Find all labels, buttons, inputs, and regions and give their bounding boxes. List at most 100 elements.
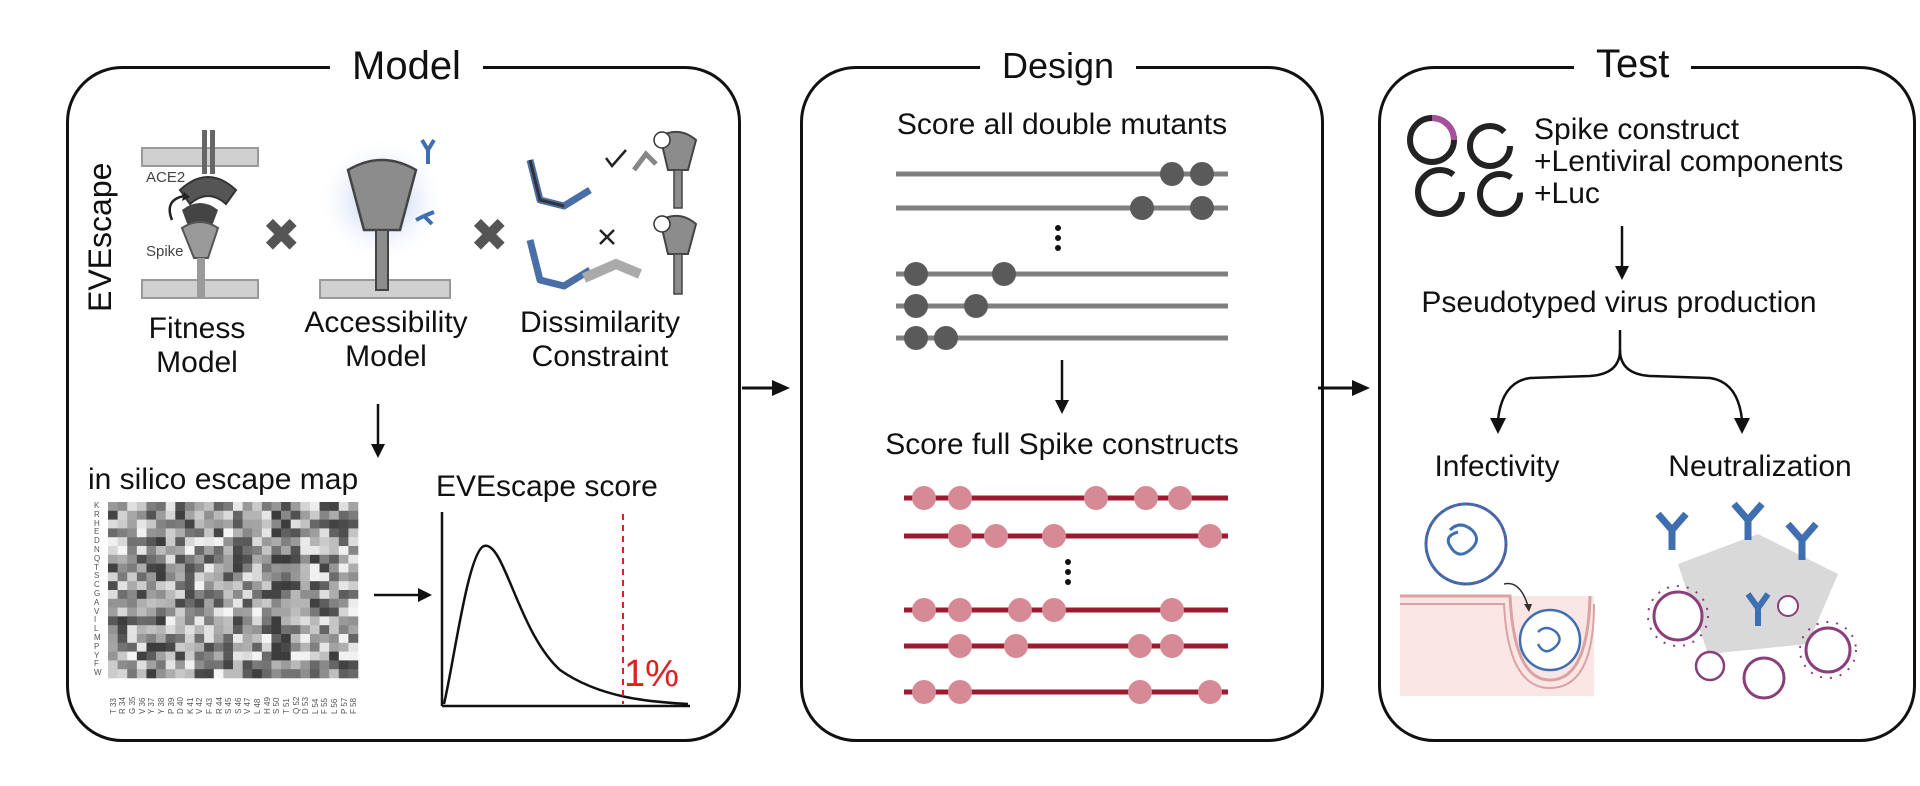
heatmap-cell <box>156 519 166 529</box>
heatmap-cell <box>319 563 330 573</box>
heatmap-cell <box>281 660 291 670</box>
heatmap-cell <box>204 625 215 635</box>
heatmap-cell <box>213 607 224 617</box>
heatmap-cell <box>300 510 311 520</box>
heatmap-cell <box>156 660 166 670</box>
heatmap-cell <box>348 502 359 512</box>
heatmap-cell <box>146 642 157 652</box>
heatmap-cell <box>261 598 272 608</box>
heatmap-cell <box>319 546 330 556</box>
heatmap-row-label: A <box>94 597 100 607</box>
heatmap-cell <box>127 634 138 644</box>
heatmap-cell <box>175 590 186 600</box>
heatmap-cell <box>204 537 215 547</box>
heatmap-cell <box>319 528 330 538</box>
heatmap-cell <box>300 625 311 635</box>
heatmap-cell <box>252 572 263 582</box>
heatmap-cell <box>117 546 128 556</box>
heatmap-cell <box>117 669 128 679</box>
heatmap-cell <box>252 554 263 564</box>
heatmap-cell <box>175 528 186 538</box>
heatmap-cell <box>338 581 349 591</box>
heatmap-cell <box>252 502 263 512</box>
heatmap-cell <box>281 519 291 529</box>
heatmap-cell <box>309 616 320 626</box>
construct-mutation-dot <box>1008 598 1032 622</box>
plasmid-icons <box>1407 115 1523 217</box>
heatmap-cell <box>136 590 147 600</box>
heatmap-cell <box>338 616 349 626</box>
heatmap-cell <box>136 616 147 626</box>
heatmap-cell <box>319 651 330 661</box>
heatmap-cell <box>348 642 359 652</box>
heatmap-row-label: Y <box>94 650 100 660</box>
heatmap-cell <box>309 642 320 652</box>
heatmap-cell <box>338 572 349 582</box>
heatmap-cell <box>156 669 166 679</box>
test-down-arrow <box>1615 226 1629 280</box>
heatmap-cell <box>127 554 138 564</box>
heatmap-cell <box>156 510 166 520</box>
heatmap-cell <box>117 651 128 661</box>
mutation-dot <box>1190 196 1214 220</box>
heatmap-cell <box>213 510 224 520</box>
heatmap-cell <box>261 651 272 661</box>
construct-mutation-dot <box>948 486 972 510</box>
heatmap-cell <box>290 669 301 679</box>
heatmap-cell <box>213 546 224 556</box>
heatmap-cell <box>233 572 243 582</box>
heatmap-cell <box>329 607 340 617</box>
heatmap-cell <box>165 502 176 512</box>
heatmap-cell <box>184 669 195 679</box>
heatmap-cell <box>184 537 195 547</box>
heatmap-cell <box>271 625 282 635</box>
heatmap-cell <box>290 607 301 617</box>
heatmap-row-label: I <box>94 615 97 625</box>
heatmap-cell <box>165 519 176 529</box>
heatmap-cell <box>348 651 359 661</box>
heatmap-cell <box>184 607 195 617</box>
accessibility-illustration <box>318 136 451 299</box>
infectivity-label: Infectivity <box>1434 450 1560 483</box>
heatmap-cell <box>127 590 138 600</box>
arrow-model-to-design <box>742 380 790 396</box>
heatmap-cell <box>329 651 340 661</box>
heatmap-cell <box>329 572 340 582</box>
heatmap-cell <box>261 502 272 512</box>
heatmap-cell <box>165 625 176 635</box>
heatmap-cell <box>175 510 186 520</box>
heatmap-row-label: L <box>94 624 99 634</box>
construct-mutation-dot <box>1128 634 1152 658</box>
construct-mutation-dot <box>1198 524 1222 548</box>
heatmap-cell <box>290 616 301 626</box>
heatmap-cell <box>252 607 263 617</box>
construct-mutation-dot <box>1042 524 1066 548</box>
heatmap-cell <box>271 537 282 547</box>
heatmap-cell <box>338 642 349 652</box>
heatmap-cell <box>136 563 147 573</box>
heatmap-cell <box>175 581 186 591</box>
heatmap-cell <box>242 642 253 652</box>
heatmap-cell <box>261 669 272 679</box>
heatmap-cell <box>223 651 234 661</box>
heatmap-cell <box>309 528 320 538</box>
heatmap-cell <box>213 537 224 547</box>
heatmap-col-label: F 43 <box>204 697 214 714</box>
heatmap-cell <box>271 581 282 591</box>
heatmap-cell <box>117 563 128 573</box>
heatmap-cell <box>175 563 186 573</box>
heatmap-cell <box>204 563 215 573</box>
heatmap-cell <box>329 581 340 591</box>
heatmap-cell <box>233 519 243 529</box>
heatmap-cell <box>290 546 301 556</box>
heatmap-cell <box>136 581 147 591</box>
heatmap-cell <box>136 651 147 661</box>
heatmap-cell <box>204 510 215 520</box>
construct-mutation-dot <box>912 598 936 622</box>
heatmap-cell <box>213 502 224 512</box>
heatmap-cell <box>242 519 253 529</box>
heatmap-cell <box>319 598 330 608</box>
heatmap-cell <box>338 519 349 529</box>
heatmap-cell <box>223 510 234 520</box>
